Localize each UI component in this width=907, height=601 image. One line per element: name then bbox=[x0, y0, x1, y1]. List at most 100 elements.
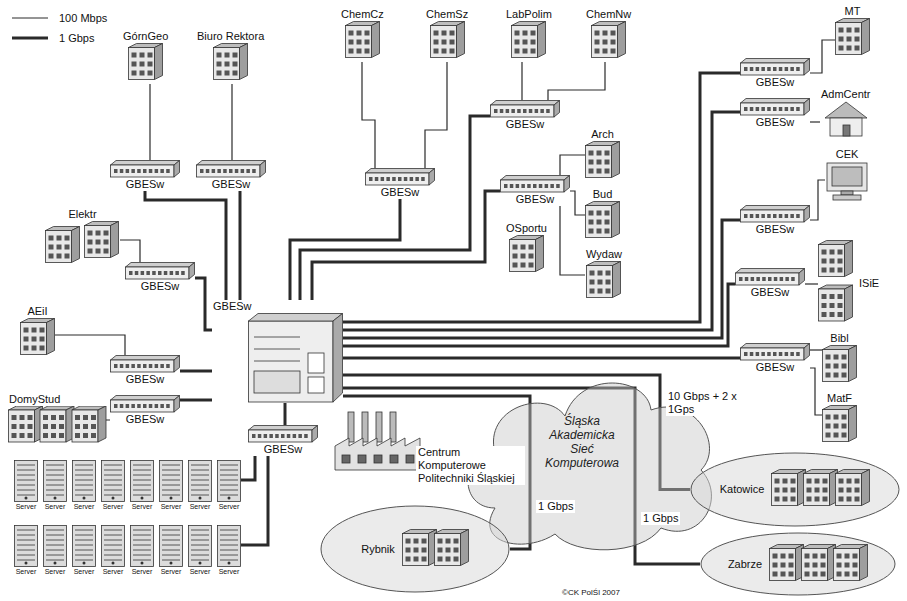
server-led bbox=[199, 562, 202, 565]
building-window bbox=[445, 538, 450, 543]
building-window bbox=[364, 40, 369, 45]
server-slot bbox=[104, 560, 122, 561]
building-window bbox=[421, 547, 426, 552]
server-slot bbox=[104, 535, 122, 536]
switch-port bbox=[143, 404, 147, 408]
building-window bbox=[515, 49, 520, 54]
server-node: Server bbox=[14, 525, 38, 576]
building-front bbox=[434, 533, 460, 565]
server-slot bbox=[191, 545, 209, 546]
server-slot bbox=[75, 470, 93, 471]
building-window bbox=[348, 31, 353, 36]
switch-top bbox=[741, 344, 810, 349]
building-window bbox=[40, 346, 45, 351]
building-window bbox=[597, 151, 602, 156]
server-case bbox=[102, 526, 125, 567]
router-side bbox=[333, 314, 343, 403]
building-window bbox=[839, 488, 844, 493]
router-slot bbox=[254, 361, 300, 362]
switch-port bbox=[773, 67, 777, 71]
building-front bbox=[512, 26, 538, 58]
network-link bbox=[521, 62, 522, 100]
switch-top bbox=[741, 99, 810, 104]
building-window bbox=[842, 433, 847, 438]
building-window bbox=[445, 547, 450, 552]
switch-side bbox=[554, 101, 560, 118]
building-window bbox=[822, 268, 827, 273]
server-slot bbox=[17, 470, 35, 471]
switch-side bbox=[260, 161, 266, 178]
switch-port bbox=[421, 177, 425, 181]
monitor-base bbox=[833, 195, 861, 200]
building-window bbox=[842, 355, 847, 360]
building-window bbox=[356, 49, 361, 54]
node-label: ISiE bbox=[858, 277, 880, 290]
building-icon bbox=[769, 544, 869, 585]
building-icon bbox=[430, 21, 465, 62]
building-side bbox=[849, 406, 857, 442]
server-node: Server bbox=[188, 460, 212, 511]
building-window bbox=[839, 46, 844, 51]
switch-port bbox=[293, 434, 297, 438]
switch-port bbox=[135, 271, 139, 275]
node-label: GBESw bbox=[125, 178, 166, 191]
server-slot bbox=[133, 470, 151, 471]
switch-side bbox=[174, 356, 180, 373]
switch-port bbox=[785, 67, 789, 71]
server-slot bbox=[104, 530, 122, 531]
city-network: Rybnik bbox=[320, 505, 510, 593]
server-icon bbox=[101, 460, 125, 502]
switch-node: GBESw bbox=[735, 268, 805, 299]
node-label: Server bbox=[15, 502, 38, 511]
building-window bbox=[364, 31, 369, 36]
building-front bbox=[21, 323, 47, 355]
router-slot bbox=[254, 349, 300, 350]
house-icon bbox=[824, 101, 868, 137]
building-window bbox=[611, 49, 616, 54]
building-window bbox=[853, 553, 858, 558]
switch-port bbox=[155, 404, 159, 408]
building-front bbox=[819, 289, 845, 321]
building-window bbox=[847, 479, 852, 484]
switch-front bbox=[111, 400, 175, 412]
server-slot bbox=[104, 545, 122, 546]
switch-port bbox=[143, 169, 147, 173]
switch-port bbox=[744, 107, 748, 111]
switch-port bbox=[744, 214, 748, 218]
legend: 100 Mbps1 Gbps bbox=[12, 8, 108, 48]
building-window bbox=[839, 37, 844, 42]
server-node: Server bbox=[43, 460, 67, 511]
switch-icon bbox=[740, 58, 810, 76]
building-window bbox=[437, 538, 442, 543]
server-led bbox=[54, 562, 57, 565]
building-icon bbox=[585, 201, 620, 242]
server-slot bbox=[220, 545, 238, 546]
switch-port bbox=[131, 169, 135, 173]
building-window bbox=[830, 312, 835, 317]
switch-port bbox=[120, 169, 124, 173]
factory-window bbox=[358, 455, 366, 463]
switch-port bbox=[739, 277, 743, 281]
server-led bbox=[25, 562, 28, 565]
network-link bbox=[241, 456, 255, 480]
network-link bbox=[149, 84, 150, 160]
building-window bbox=[51, 415, 56, 420]
building-window bbox=[83, 433, 88, 438]
dormitory-icon bbox=[8, 406, 108, 446]
server-slot bbox=[17, 545, 35, 546]
server-led bbox=[141, 497, 144, 500]
building-side bbox=[98, 406, 106, 442]
server-slot bbox=[46, 555, 64, 556]
building-front bbox=[586, 146, 612, 178]
factory-window bbox=[406, 455, 414, 463]
building-window bbox=[815, 497, 820, 502]
switch-icon bbox=[248, 425, 318, 443]
switch-port bbox=[141, 271, 145, 275]
switch-port bbox=[761, 352, 765, 356]
network-link bbox=[239, 191, 242, 300]
building-window bbox=[826, 415, 831, 420]
server-node: Server bbox=[159, 525, 183, 576]
factory-chimney bbox=[390, 412, 396, 442]
building-window bbox=[83, 424, 88, 429]
